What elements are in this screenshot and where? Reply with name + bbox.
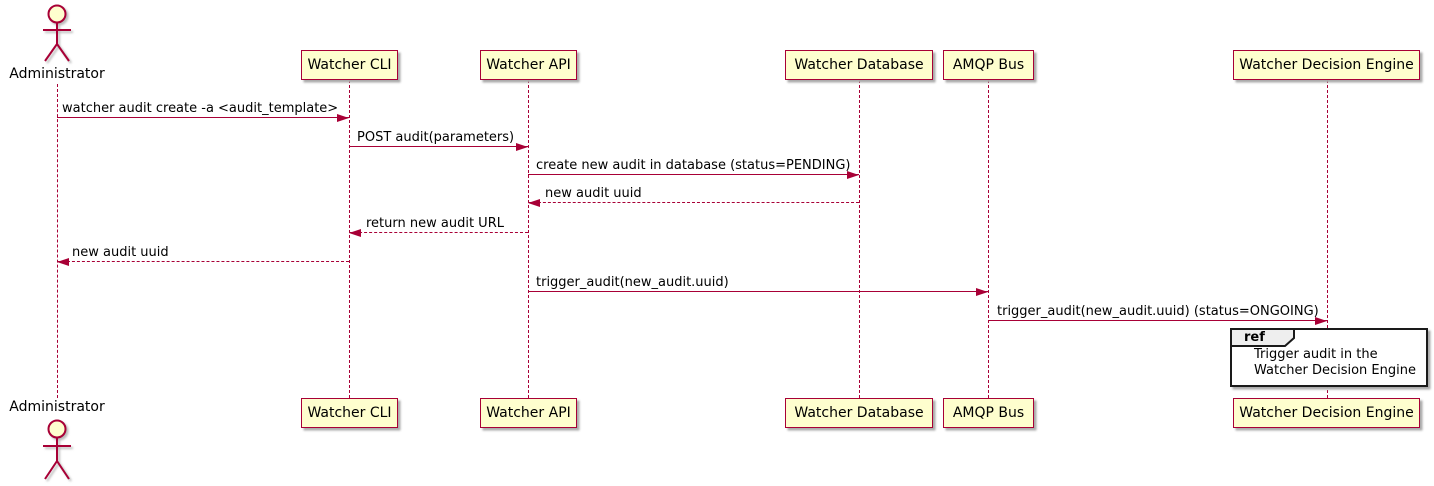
arrowhead-right-icon xyxy=(976,287,988,296)
arrowhead-right-icon xyxy=(337,113,349,122)
arrowhead-right-icon xyxy=(1315,316,1327,325)
message-label-1: watcher audit create -a <audit_template> xyxy=(62,101,339,116)
administrator-actor-icon xyxy=(43,4,71,62)
lifeline-administrator xyxy=(57,84,58,398)
administrator-actor-icon xyxy=(43,419,71,480)
participant-watcher-cli-top: Watcher CLI xyxy=(301,50,398,80)
participant-amqp-bus-bottom: AMQP Bus xyxy=(943,398,1034,428)
message-label-5: return new audit URL xyxy=(366,216,504,231)
lifeline-watcher-cli xyxy=(349,80,350,398)
message-label-4: new audit uuid xyxy=(545,186,642,201)
participant-watcher-decision-engine-bottom: Watcher Decision Engine xyxy=(1233,398,1420,428)
lifeline-watcher-api xyxy=(528,80,529,398)
message-line-2 xyxy=(349,146,528,147)
actor-label-bottom: Administrator xyxy=(9,399,105,415)
arrowhead-right-icon xyxy=(847,170,859,179)
lifeline-watcher-decision-engine xyxy=(1327,80,1328,398)
arrowhead-left-icon xyxy=(528,198,540,207)
actor-label-top: Administrator xyxy=(9,66,105,82)
message-line-1 xyxy=(57,117,349,118)
message-line-4 xyxy=(528,202,859,203)
lifeline-watcher-database xyxy=(859,80,860,398)
participant-amqp-bus-top: AMQP Bus xyxy=(943,50,1034,80)
participant-watcher-api-bottom: Watcher API xyxy=(480,398,577,428)
message-label-8: trigger_audit(new_audit.uuid) (status=ON… xyxy=(997,304,1319,319)
message-label-7: trigger_audit(new_audit.uuid) xyxy=(536,275,729,290)
ref-content-line: Trigger audit in the xyxy=(1254,347,1378,362)
participant-watcher-database-bottom: Watcher Database xyxy=(785,398,933,428)
lifeline-amqp-bus xyxy=(988,80,989,398)
ref-content: Trigger audit in the Watcher Decision En… xyxy=(1254,347,1416,379)
message-label-3: create new audit in database (status=PEN… xyxy=(536,158,851,173)
participant-watcher-decision-engine-top: Watcher Decision Engine xyxy=(1233,50,1420,80)
message-line-3 xyxy=(528,174,859,175)
ref-content-line: Watcher Decision Engine xyxy=(1254,363,1416,378)
message-label-6: new audit uuid xyxy=(72,245,169,260)
message-line-5 xyxy=(349,232,528,233)
arrowhead-left-icon xyxy=(349,228,361,237)
arrowhead-left-icon xyxy=(57,257,69,266)
arrowhead-right-icon xyxy=(516,142,528,151)
participant-watcher-database-top: Watcher Database xyxy=(785,50,933,80)
message-line-6 xyxy=(57,261,349,262)
message-label-2: POST audit(parameters) xyxy=(357,130,515,145)
participant-watcher-cli-bottom: Watcher CLI xyxy=(301,398,398,428)
ref-header-pentagon-icon xyxy=(1230,328,1295,347)
ref-keyword: ref xyxy=(1244,330,1265,345)
ref-fragment: ref Trigger audit in the Watcher Decisio… xyxy=(1230,328,1428,387)
message-line-8 xyxy=(988,320,1327,321)
participant-watcher-api-top: Watcher API xyxy=(480,50,577,80)
message-line-7 xyxy=(528,291,988,292)
